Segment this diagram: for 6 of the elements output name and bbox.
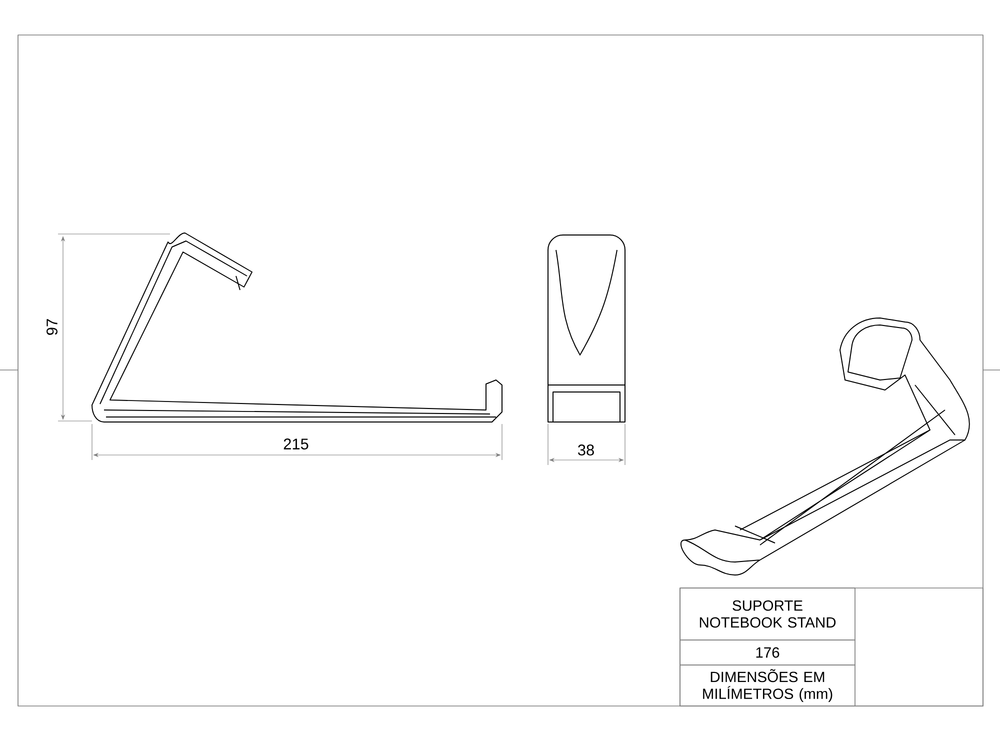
dimension-label: 215 bbox=[284, 438, 308, 450]
title-block-cell: SUPORTE NOTEBOOK STAND bbox=[680, 588, 856, 640]
dimension-label: 38 bbox=[578, 444, 594, 456]
dimension-label: 97 bbox=[46, 319, 58, 335]
title-block-cell: DIMENSÕES EM MILÍMETROS (mm) bbox=[680, 664, 856, 706]
title-block-cell: 176 bbox=[680, 640, 856, 666]
